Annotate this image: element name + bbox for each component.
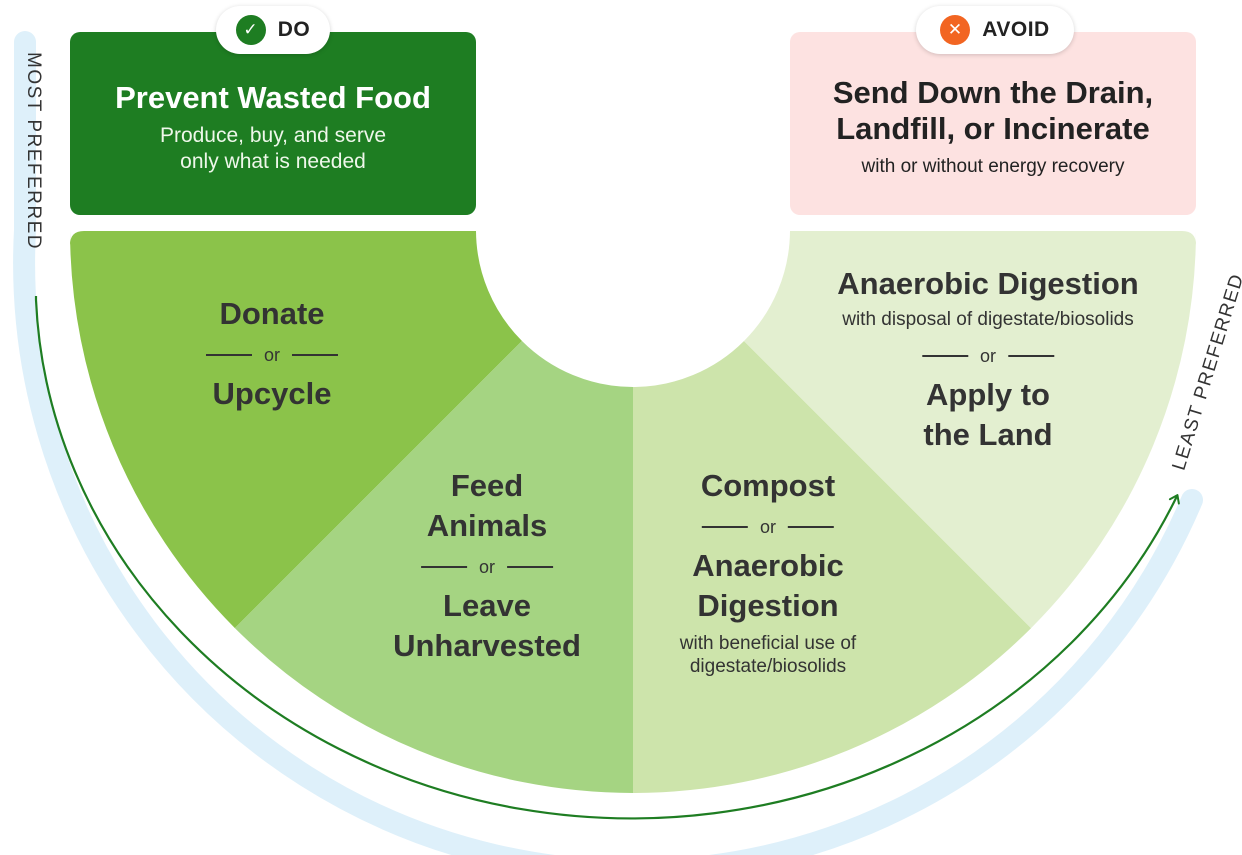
separator-line [507,566,554,568]
or-separator: or [701,516,835,538]
wedge-compost [633,341,1032,793]
or-text: or [979,346,996,366]
leave-unharvested-line2: Unharvested [393,628,581,663]
compost-label: Compost or Anaerobic Digestion with bene… [680,466,856,678]
do-badge: ✓ DO [216,6,330,54]
avoid-title: Send Down the Drain, Landfill, or Incine… [833,75,1153,147]
apply-to-land-line2: the Land [923,417,1053,452]
prevent-subtitle-line1: Produce, buy, and serve [159,123,387,147]
avoid-title-line2: Landfill, or Incinerate [836,110,1150,146]
prevent-title: Prevent Wasted Food [115,79,431,115]
avoid-title-line1: Send Down the Drain, [832,74,1154,110]
or-separator: or [921,345,1054,367]
separator-line [205,354,252,356]
prevent-subtitle: Produce, buy, and serve only what is nee… [160,123,386,175]
donate-upcycle-label: Donate or Upcycle [205,294,339,414]
compost-text: Compost [700,468,836,503]
do-label: DO [277,18,311,41]
anaerobic-digestion-disposal-text: Anaerobic Digestion [837,266,1139,301]
avoid-label: AVOID [982,18,1050,41]
wedge-donate [70,230,522,629]
anaerobic-digestion-line2: Digestion [697,588,839,623]
prevent-wasted-food-box: Prevent Wasted Food Produce, buy, and se… [70,32,476,215]
preference-band [13,31,1203,855]
avoid-badge: ✕ AVOID [916,6,1074,54]
feed-animals-line2: Animals [426,508,548,543]
separator-line [292,354,339,356]
apply-to-land-line1: Apply to [926,377,1050,412]
separator-line [420,566,467,568]
x-icon: ✕ [940,15,971,45]
send-down-drain-box: Send Down the Drain, Landfill, or Incine… [790,32,1196,215]
or-text: or [759,517,777,537]
leave-unharvested-line1: Leave [443,588,531,623]
or-separator: or [420,556,554,578]
donate-text: Donate [219,296,325,331]
most-preferred-label: MOST PREFERRED [23,52,44,251]
anaerobic-disposal-label: Anaerobic Digestion with disposal of dig… [837,264,1138,455]
checkmark-icon: ✓ [235,15,266,45]
wedge-anaerobic-digestion [744,230,1196,629]
disposal-note: with disposal of digestate/biosolids [842,309,1134,330]
beneficial-use-note-line2: digestate/biosolids [689,656,847,677]
or-text: or [263,345,281,365]
preference-arrow [34,296,1180,820]
anaerobic-digestion-line1: Anaerobic [692,548,844,583]
upcycle-text: Upcycle [212,376,332,411]
separator-line [788,526,835,528]
or-text: or [478,557,496,577]
avoid-subtitle: with or without energy recovery [861,155,1125,177]
or-separator: or [205,344,339,366]
separator-line [921,355,968,357]
prevent-subtitle-line2: only what is needed [180,149,366,173]
beneficial-use-note-line1: with beneficial use of [679,633,857,654]
feed-animals-label: Feed Animals or Leave Unharvested [393,466,581,666]
separator-line [701,526,748,528]
separator-line [1008,355,1054,357]
feed-animals-line1: Feed [450,468,524,503]
